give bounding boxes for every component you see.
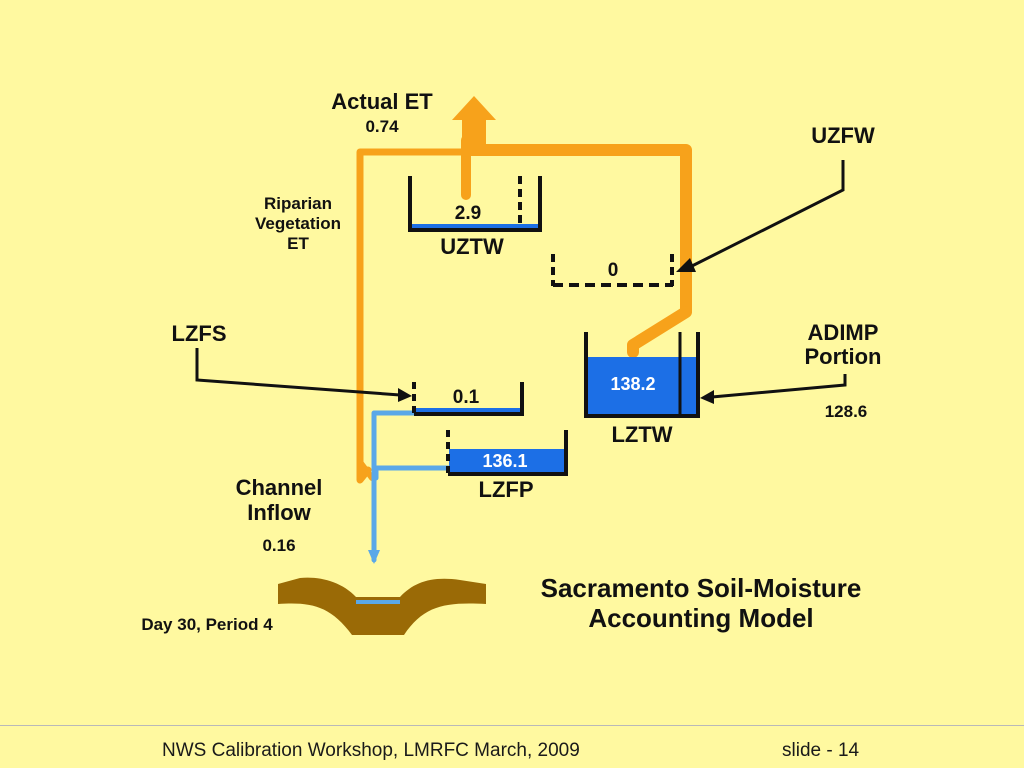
lzfs-tank [412, 382, 524, 416]
footer-slide-number: slide - 14 [782, 740, 860, 761]
channel-flow-paths [371, 410, 451, 563]
lzfp-value: 136.1 [482, 451, 527, 471]
actual-et-value: 0.74 [365, 117, 399, 136]
adimp-pointer-arrow-icon [700, 390, 714, 404]
uzfw-tank [551, 254, 674, 287]
pointer-arrows [195, 160, 847, 399]
adimp-pointer-line [711, 374, 847, 399]
lzfs-value: 0.1 [453, 387, 480, 408]
lzfs-outflow-line [371, 410, 417, 563]
riparian-et-line [356, 148, 474, 484]
lzfp-label: LZFP [479, 477, 534, 502]
adimp-value: 128.6 [825, 402, 868, 421]
footer-left-text: NWS Calibration Workshop, LMRFC March, 2… [162, 740, 580, 761]
uztw-label: UZTW [440, 234, 504, 259]
uztw-tank [408, 176, 542, 232]
riparian-line1: Riparian [264, 194, 332, 213]
channel-inflow-line1: Channel [236, 475, 323, 500]
riparian-et-tail [357, 459, 375, 481]
title-line2: Accounting Model [588, 603, 813, 633]
channel-inflow-value: 0.16 [262, 536, 295, 555]
lzfs-label: LZFS [172, 321, 227, 346]
channel-inflow-arrow-icon [368, 550, 380, 564]
channel-cross-section [278, 577, 486, 635]
footer-divider [0, 725, 1024, 726]
period-label: Day 30, Period 4 [141, 615, 273, 634]
lztw-value: 138.2 [610, 374, 655, 394]
title-line1: Sacramento Soil-Moisture [541, 573, 862, 603]
uzfw-pointer-line [687, 160, 845, 270]
lzfp-tank [446, 430, 568, 476]
et-top-line [464, 144, 692, 316]
uztw-value: 2.9 [455, 203, 481, 224]
lztw-label: LZTW [611, 422, 672, 447]
riparian-line2: Vegetation [255, 214, 341, 233]
actual-et-label: Actual ET [331, 89, 433, 114]
lzfs-pointer-line [195, 348, 401, 397]
sac-sma-diagram: 2.9 UZTW 0 0.1 136.1 LZFP 138.2 LZTW [141, 89, 882, 635]
et-flow-paths [356, 135, 692, 484]
adimp-line1: ADIMP [808, 320, 879, 345]
lzfp-outflow-line [373, 465, 451, 481]
lztw-tank [584, 332, 700, 418]
channel-inflow-line2: Inflow [247, 500, 311, 525]
riparian-line3: ET [287, 234, 309, 253]
uzfw-label: UZFW [811, 123, 875, 148]
uzfw-value: 0 [608, 260, 619, 281]
uzfw-pointer-arrow-icon [676, 258, 696, 272]
lzfs-pointer-arrow-icon [398, 388, 412, 402]
percolation-diagonal [627, 306, 692, 358]
actual-et-arrow-icon [452, 96, 496, 154]
adimp-line2: Portion [805, 344, 882, 369]
